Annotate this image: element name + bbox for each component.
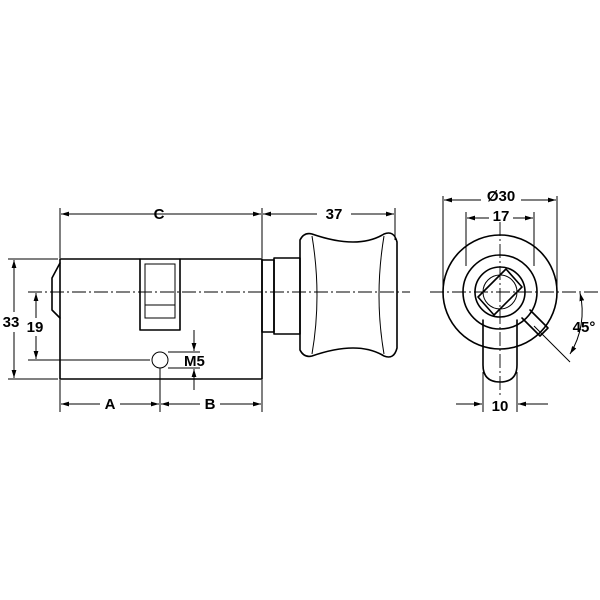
dim-45-label: 45° <box>573 319 596 336</box>
dim-m5-label: M5 <box>184 353 205 370</box>
dim-dia30-label: Ø30 <box>487 188 515 205</box>
dim-a-label: A <box>105 396 116 413</box>
dim-45-arc <box>569 292 585 355</box>
dim-c-label: C <box>154 206 165 223</box>
cam-bit <box>521 309 549 337</box>
front-view: Ø30 17 10 45° <box>430 186 598 415</box>
dim-10-label: 10 <box>492 398 509 415</box>
knob-shaft <box>261 259 275 333</box>
cam-slot <box>139 258 181 331</box>
dim-37-label: 37 <box>326 206 343 223</box>
dim-17-label: 17 <box>493 208 510 225</box>
screw-hole <box>151 351 169 369</box>
cylinder-body <box>59 258 263 380</box>
turn-knob <box>299 232 398 358</box>
turn-slot <box>477 268 523 316</box>
dim-b-label: B <box>205 396 216 413</box>
side-view: C 37 A B 33 19 M5 <box>0 204 410 413</box>
dim-33-label: 33 <box>3 314 20 331</box>
cylinder-end-chamfer <box>51 262 61 319</box>
dim-19-label: 19 <box>27 319 44 336</box>
knob-collar <box>273 257 301 335</box>
cam <box>144 263 176 319</box>
